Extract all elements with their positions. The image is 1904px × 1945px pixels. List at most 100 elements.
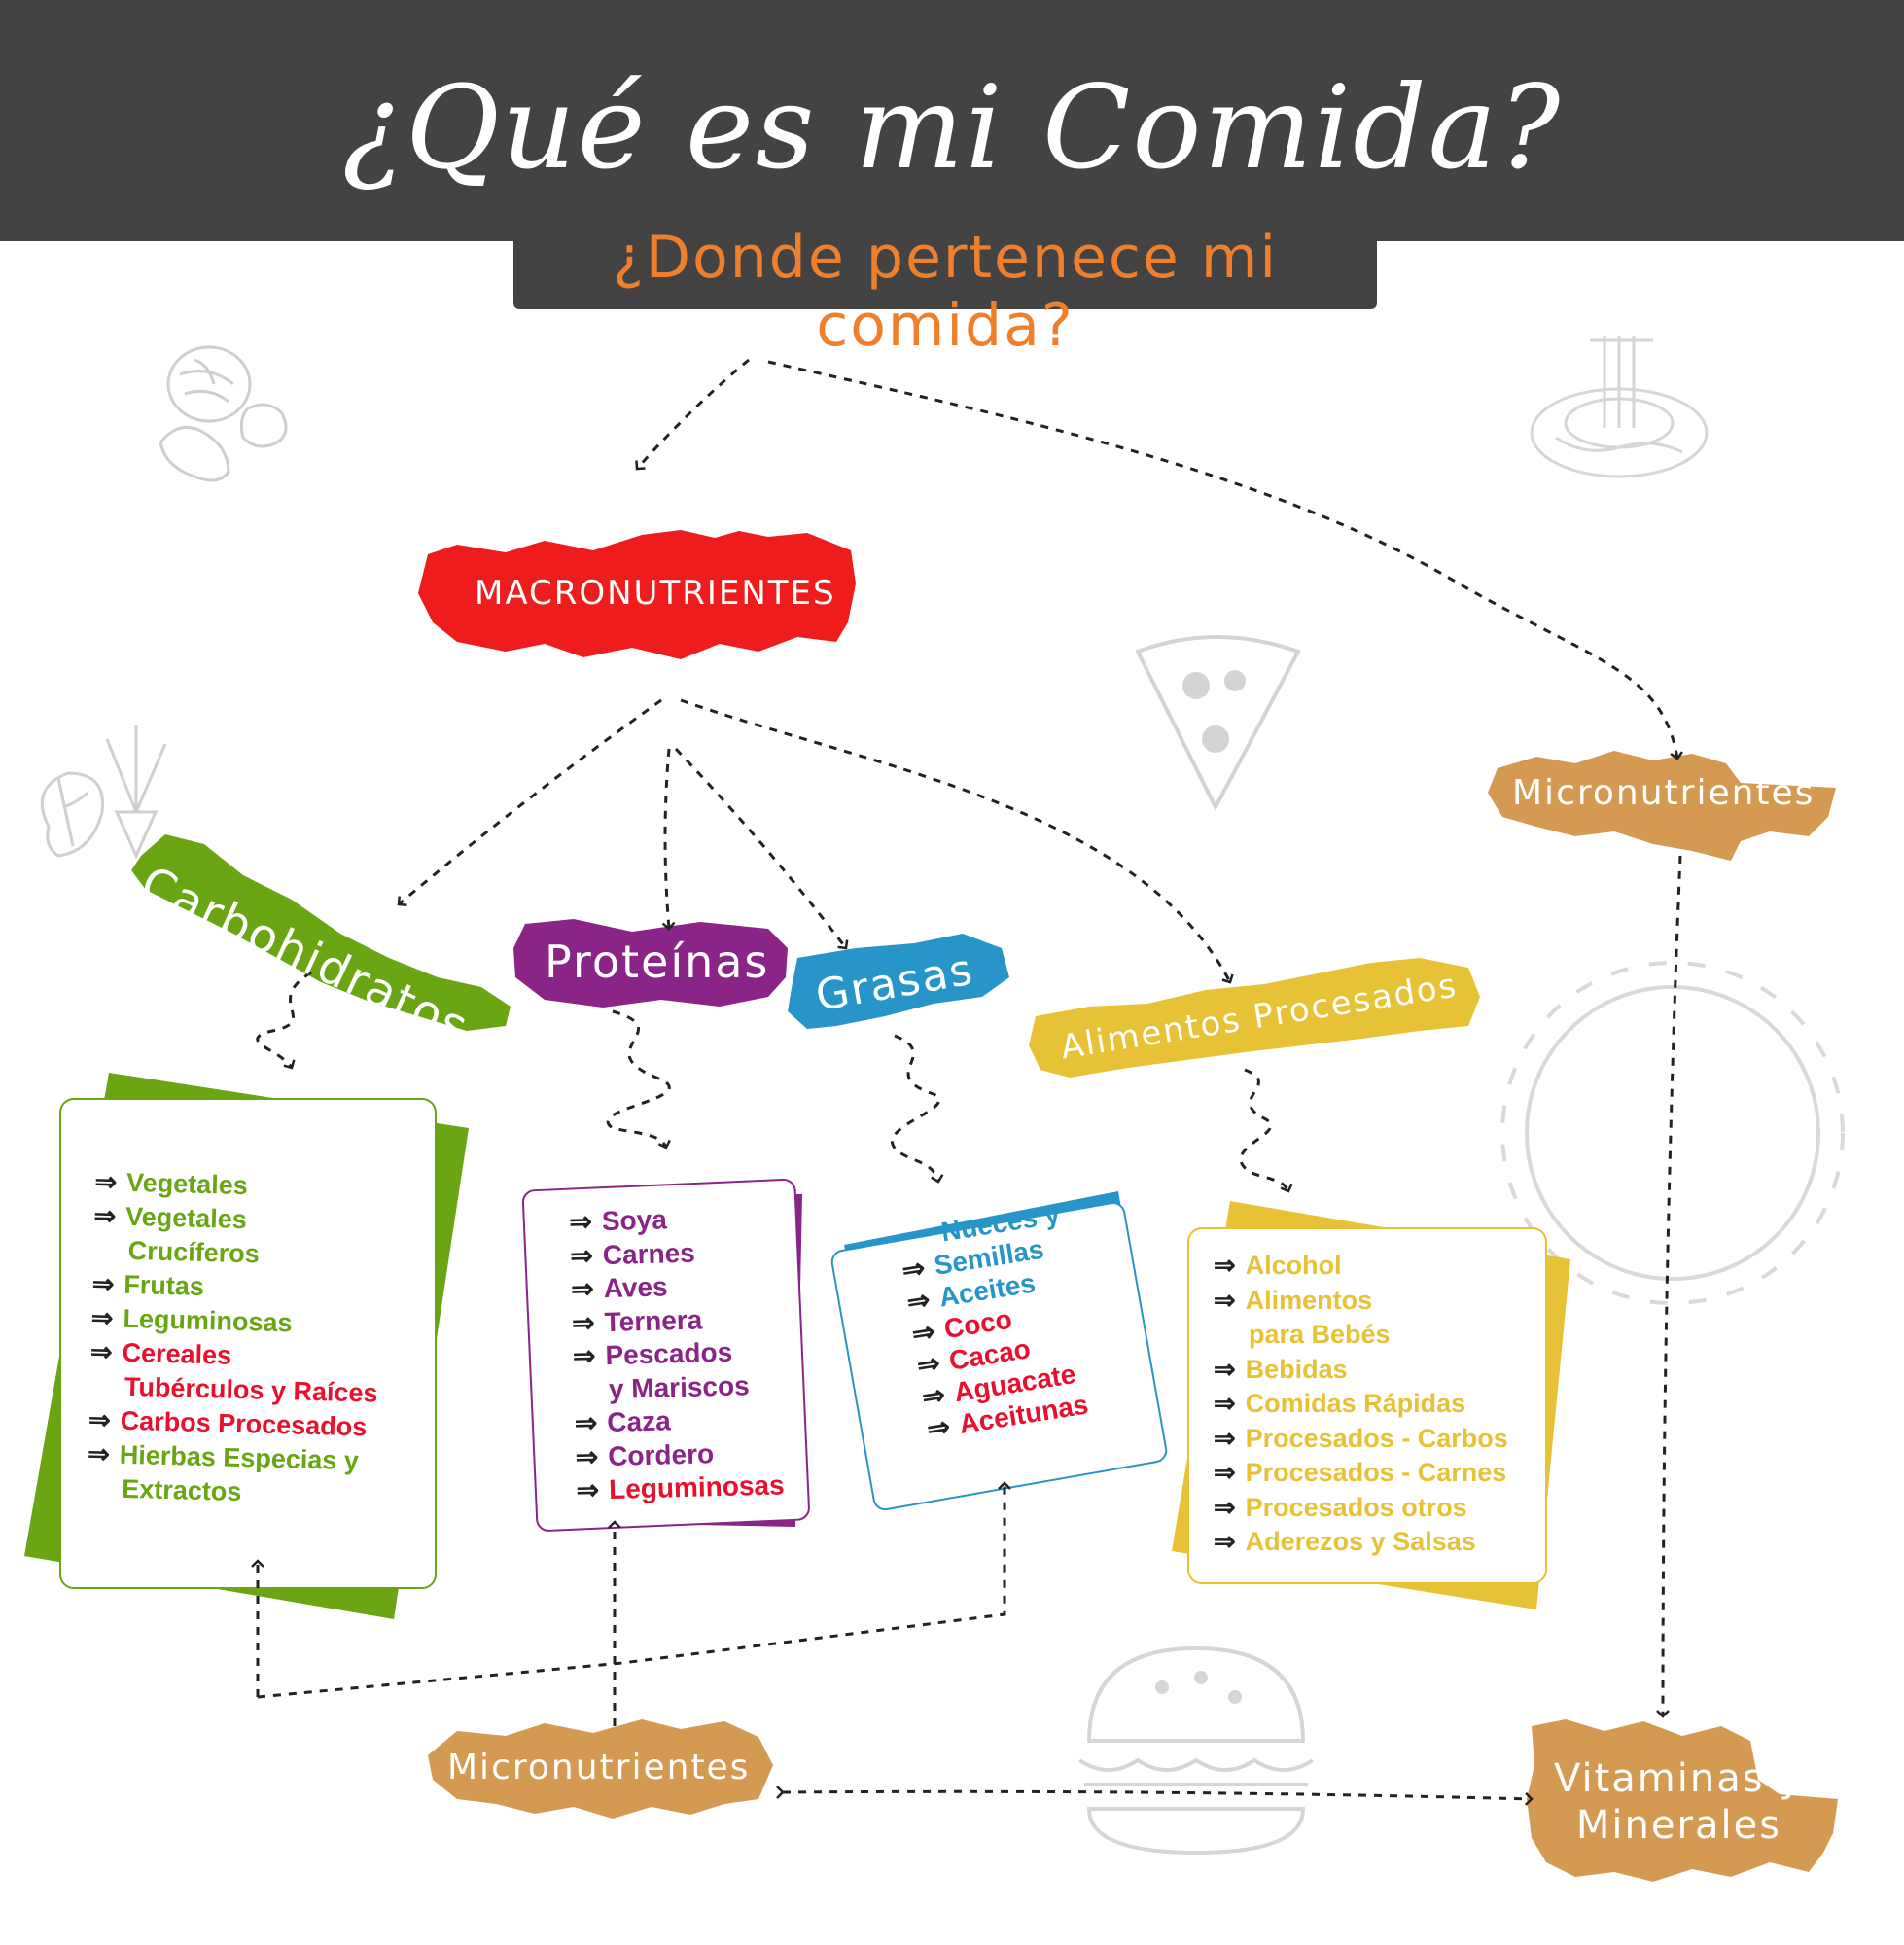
proteins-item-label: Leguminosas [608, 1469, 785, 1505]
arrow-icon: ⇒ [569, 1206, 593, 1237]
processed-item-label: Procesados otros [1245, 1492, 1467, 1522]
arrow-icon: ⇒ [574, 1407, 598, 1438]
connector-title-to-macro [635, 358, 750, 471]
processed-item: ⇒ Bebidas [1214, 1353, 1508, 1388]
proteins-card [521, 1179, 810, 1532]
burger-icon [1077, 1645, 1315, 1856]
proteins-item: ⇒Cordero [575, 1435, 784, 1474]
processed-item: ⇒ Alcohol [1214, 1249, 1508, 1284]
arrow-icon: ⇒ [925, 1410, 953, 1445]
vitamins-minerals-label: Vitaminas y Minerales [1554, 1755, 1804, 1849]
proteins-item-label: Pescados [605, 1336, 733, 1371]
arrow-icon: ⇒ [1214, 1527, 1236, 1556]
fats-blob [788, 934, 1009, 1029]
carbs-item-label: Carbos Procesados [120, 1405, 368, 1442]
connector-processed-to-card [1239, 1068, 1293, 1193]
arrow-icon: ⇒ [576, 1474, 600, 1505]
proteins-item: ⇒Caza [574, 1401, 783, 1440]
vegetables-icon [40, 725, 167, 860]
processed-item: ⇒ Aderezos y Salsas [1214, 1525, 1508, 1560]
arrow-icon: ⇒ [904, 1284, 933, 1318]
processed-item-label: Procesados - Carbos [1245, 1423, 1508, 1453]
processed-item-label: Procesados - Carnes [1245, 1458, 1507, 1487]
micronutrients-top-blob [1488, 751, 1836, 861]
carbs-item-label: Cereales [122, 1337, 232, 1370]
proteins-item-continued: y Mariscos [574, 1368, 783, 1407]
carbs-item-label: Hierbas Especias y [119, 1439, 360, 1476]
arrow-icon: ⇒ [1214, 1251, 1236, 1280]
lemon-slice-icon [1500, 961, 1845, 1305]
carbs-item-label-continued: Crucíferos [127, 1235, 261, 1269]
arrow-icon: ⇒ [89, 1336, 113, 1367]
micronutrients-top-label: Micronutrientes [1512, 773, 1816, 813]
pizza-slice-icon [1135, 635, 1301, 812]
processed-item: ⇒ Procesados otros [1214, 1491, 1508, 1526]
arrow-icon: ⇒ [94, 1166, 118, 1197]
connector-fats-to-card [891, 1034, 944, 1184]
proteins-blob [513, 919, 788, 1008]
proteins-item: ⇒Aves [571, 1267, 780, 1306]
arrow-icon: ⇒ [899, 1252, 928, 1287]
processed-item-label: Alimentos [1245, 1285, 1373, 1315]
connector-macro-to-proteins [661, 748, 676, 931]
page-title: ¿Qué es mi Comida? [341, 60, 1563, 194]
connector-macro-to-carbs [397, 698, 662, 906]
arrow-icon: ⇒ [88, 1404, 112, 1435]
connector-carbs-to-card [256, 971, 312, 1070]
arrow-icon: ⇒ [93, 1200, 117, 1231]
processed-item: ⇒Procesados - Carnes [1214, 1456, 1508, 1491]
arrow-icon: ⇒ [1214, 1354, 1236, 1384]
micronutrients-bottom-label: Micronutrientes [447, 1748, 751, 1787]
arrow-icon: ⇒ [91, 1268, 115, 1299]
arrow-icon: ⇒ [1214, 1389, 1236, 1418]
arrow-icon: ⇒ [1214, 1492, 1236, 1522]
processed-item-label: Alcohol [1245, 1251, 1342, 1280]
arrow-icon: ⇒ [571, 1306, 596, 1338]
arrow-icon: ⇒ [569, 1239, 594, 1271]
proteins-item: ⇒ Leguminosas [576, 1468, 785, 1507]
micronutrients-bottom-blob [428, 1719, 773, 1819]
vitamins-minerals-blob [1527, 1719, 1838, 1882]
macronutrients-label: MACRONUTRIENTES [475, 574, 836, 613]
processed-item-label: Aderezos y Salsas [1245, 1527, 1476, 1556]
processed-card [1187, 1227, 1547, 1584]
processed-item-continued: para Bebés [1214, 1318, 1508, 1353]
subtitle-box: ¿Donde pertenece mi comida? [513, 216, 1377, 360]
fats-list: Nueces y⇒Semillas⇒Aceites⇒Coco⇒Cacao⇒Agu… [895, 1198, 1092, 1446]
processed-list: ⇒ Alcohol ⇒ Alimentos para Bebés ⇒ Bebidas ⇒ Com… [1214, 1249, 1508, 1560]
nuts-icon [159, 345, 288, 482]
carbohydrates-blob [131, 834, 511, 1031]
arrow-icon: ⇒ [1214, 1423, 1236, 1453]
macronutrients-blob [418, 530, 856, 659]
arrow-icon: ⇒ [914, 1347, 942, 1381]
proteins-item-label: Soya [601, 1204, 668, 1237]
proteins-item-label: Cordero [607, 1437, 715, 1471]
carbs-item-label: Frutas [123, 1269, 205, 1301]
connector-macro-to-fats [674, 747, 849, 950]
proteins-label: Proteínas [545, 936, 770, 988]
arrow-icon: ⇒ [90, 1302, 114, 1333]
vitamins-label-line2: Minerales [1575, 1803, 1782, 1848]
page-subtitle: ¿Donde pertenece mi comida? [613, 224, 1278, 360]
processed-item-label-continued: para Bebés [1249, 1320, 1391, 1349]
arrow-icon: ⇒ [909, 1316, 937, 1350]
connector-micro-top-to-vitamins [1656, 855, 1682, 1718]
proteins-item-label: Carnes [602, 1237, 696, 1270]
carbs-item-label: Leguminosas [123, 1303, 293, 1338]
pasta-bowl-icon [1530, 336, 1709, 478]
arrow-icon: ⇒ [919, 1379, 947, 1413]
processed-foods-blob [1029, 958, 1480, 1078]
proteins-item: ⇒ Soya [569, 1200, 778, 1239]
connector-macro-to-processed [680, 698, 1234, 984]
processed-item-label: Comidas Rápidas [1245, 1389, 1466, 1418]
connector-micro-to-vitamins [776, 1786, 1534, 1806]
carbs-item-label-continued: Tubérculos y Raíces [123, 1371, 378, 1408]
proteins-item: ⇒Carnes [570, 1234, 779, 1273]
processed-item-label: Bebidas [1245, 1354, 1348, 1384]
arrow-icon: ⇒ [572, 1340, 596, 1371]
vitamins-label-line1: Vitaminas y [1554, 1756, 1804, 1801]
proteins-item-label-continued: y Mariscos [608, 1369, 751, 1404]
